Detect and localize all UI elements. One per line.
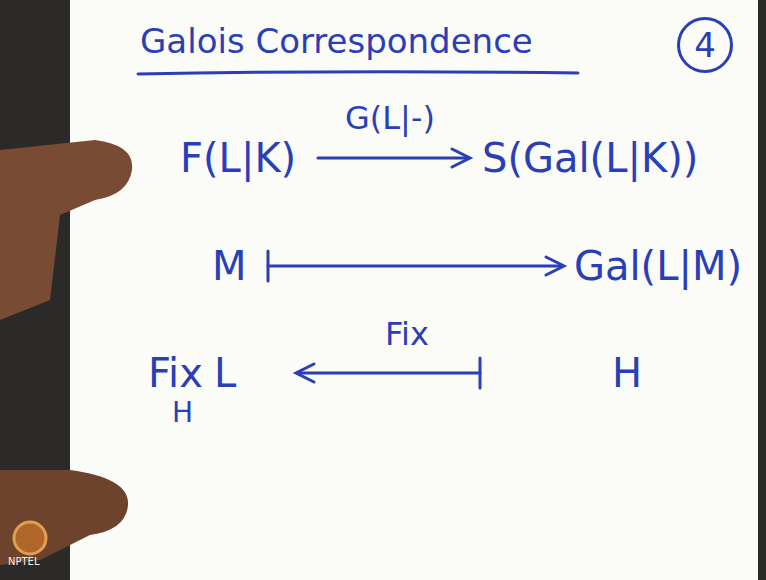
variable: H <box>612 350 642 396</box>
hand <box>0 470 128 565</box>
variable: M <box>212 243 247 289</box>
field-name: L <box>214 350 236 396</box>
map-arrow <box>318 157 466 160</box>
maps-to-arrow <box>300 372 480 375</box>
underline <box>138 72 578 74</box>
page-number-circle: 4 <box>677 17 733 73</box>
arrow-head <box>452 149 470 167</box>
operator: Fix <box>148 350 203 396</box>
page-number: 4 <box>694 28 716 62</box>
logo <box>14 522 46 554</box>
paper-sheet <box>70 0 758 580</box>
arrow-head <box>546 257 564 275</box>
maps-to-arrow <box>268 265 560 268</box>
set-name: F(L|K) <box>180 135 296 181</box>
hand <box>0 140 132 320</box>
group-name: Gal(L|M) <box>574 243 742 289</box>
set-name: S(Gal(L|K)) <box>482 135 698 181</box>
arrow-head <box>296 364 314 382</box>
subscript: H <box>172 397 193 429</box>
arrow-label: G(L|-) <box>345 100 435 137</box>
arrow-label: Fix <box>385 316 429 353</box>
logo-text: NPTEL <box>8 556 40 568</box>
title: Galois Correspondence <box>140 22 533 61</box>
